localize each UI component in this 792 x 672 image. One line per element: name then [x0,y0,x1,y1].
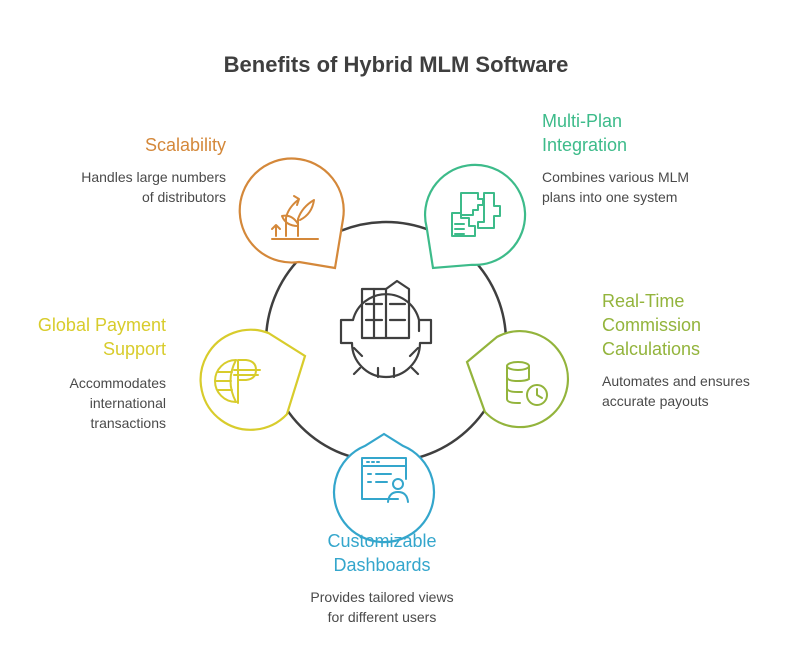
multi-plan-description: Combines various MLM plans into one syst… [542,169,690,205]
dashboard-user-icon [361,457,409,503]
multi-plan-node [423,163,527,270]
global-payment-heading: Global Payment Support [37,315,166,359]
real-time-heading: Real-Time Commission Calculations [602,291,702,359]
dashboards-heading: Customizable Dashboards [327,531,437,575]
global-payment-description: Accommodates international transactions [69,375,166,431]
real-time-description: Automates and ensures accurate payouts [602,373,750,409]
scalability-description: Handles large numbers of distributors [81,169,226,205]
database-clock-icon [506,361,548,406]
page-title: Benefits of Hybrid MLM Software [223,52,569,77]
dashboards-description: Provides tailored views for different us… [310,589,454,625]
dashboards-node [332,432,436,544]
global-payment-node [199,328,307,431]
growth-chart-icon [271,195,319,240]
globe-currency-icon [214,359,261,404]
scalability-heading: Scalability [144,135,226,155]
scalability-node [238,157,345,270]
multi-plan-heading: Multi-Plan Integration [542,111,628,155]
puzzle-pieces-icon [451,192,501,237]
building-gear-icon [339,279,433,379]
